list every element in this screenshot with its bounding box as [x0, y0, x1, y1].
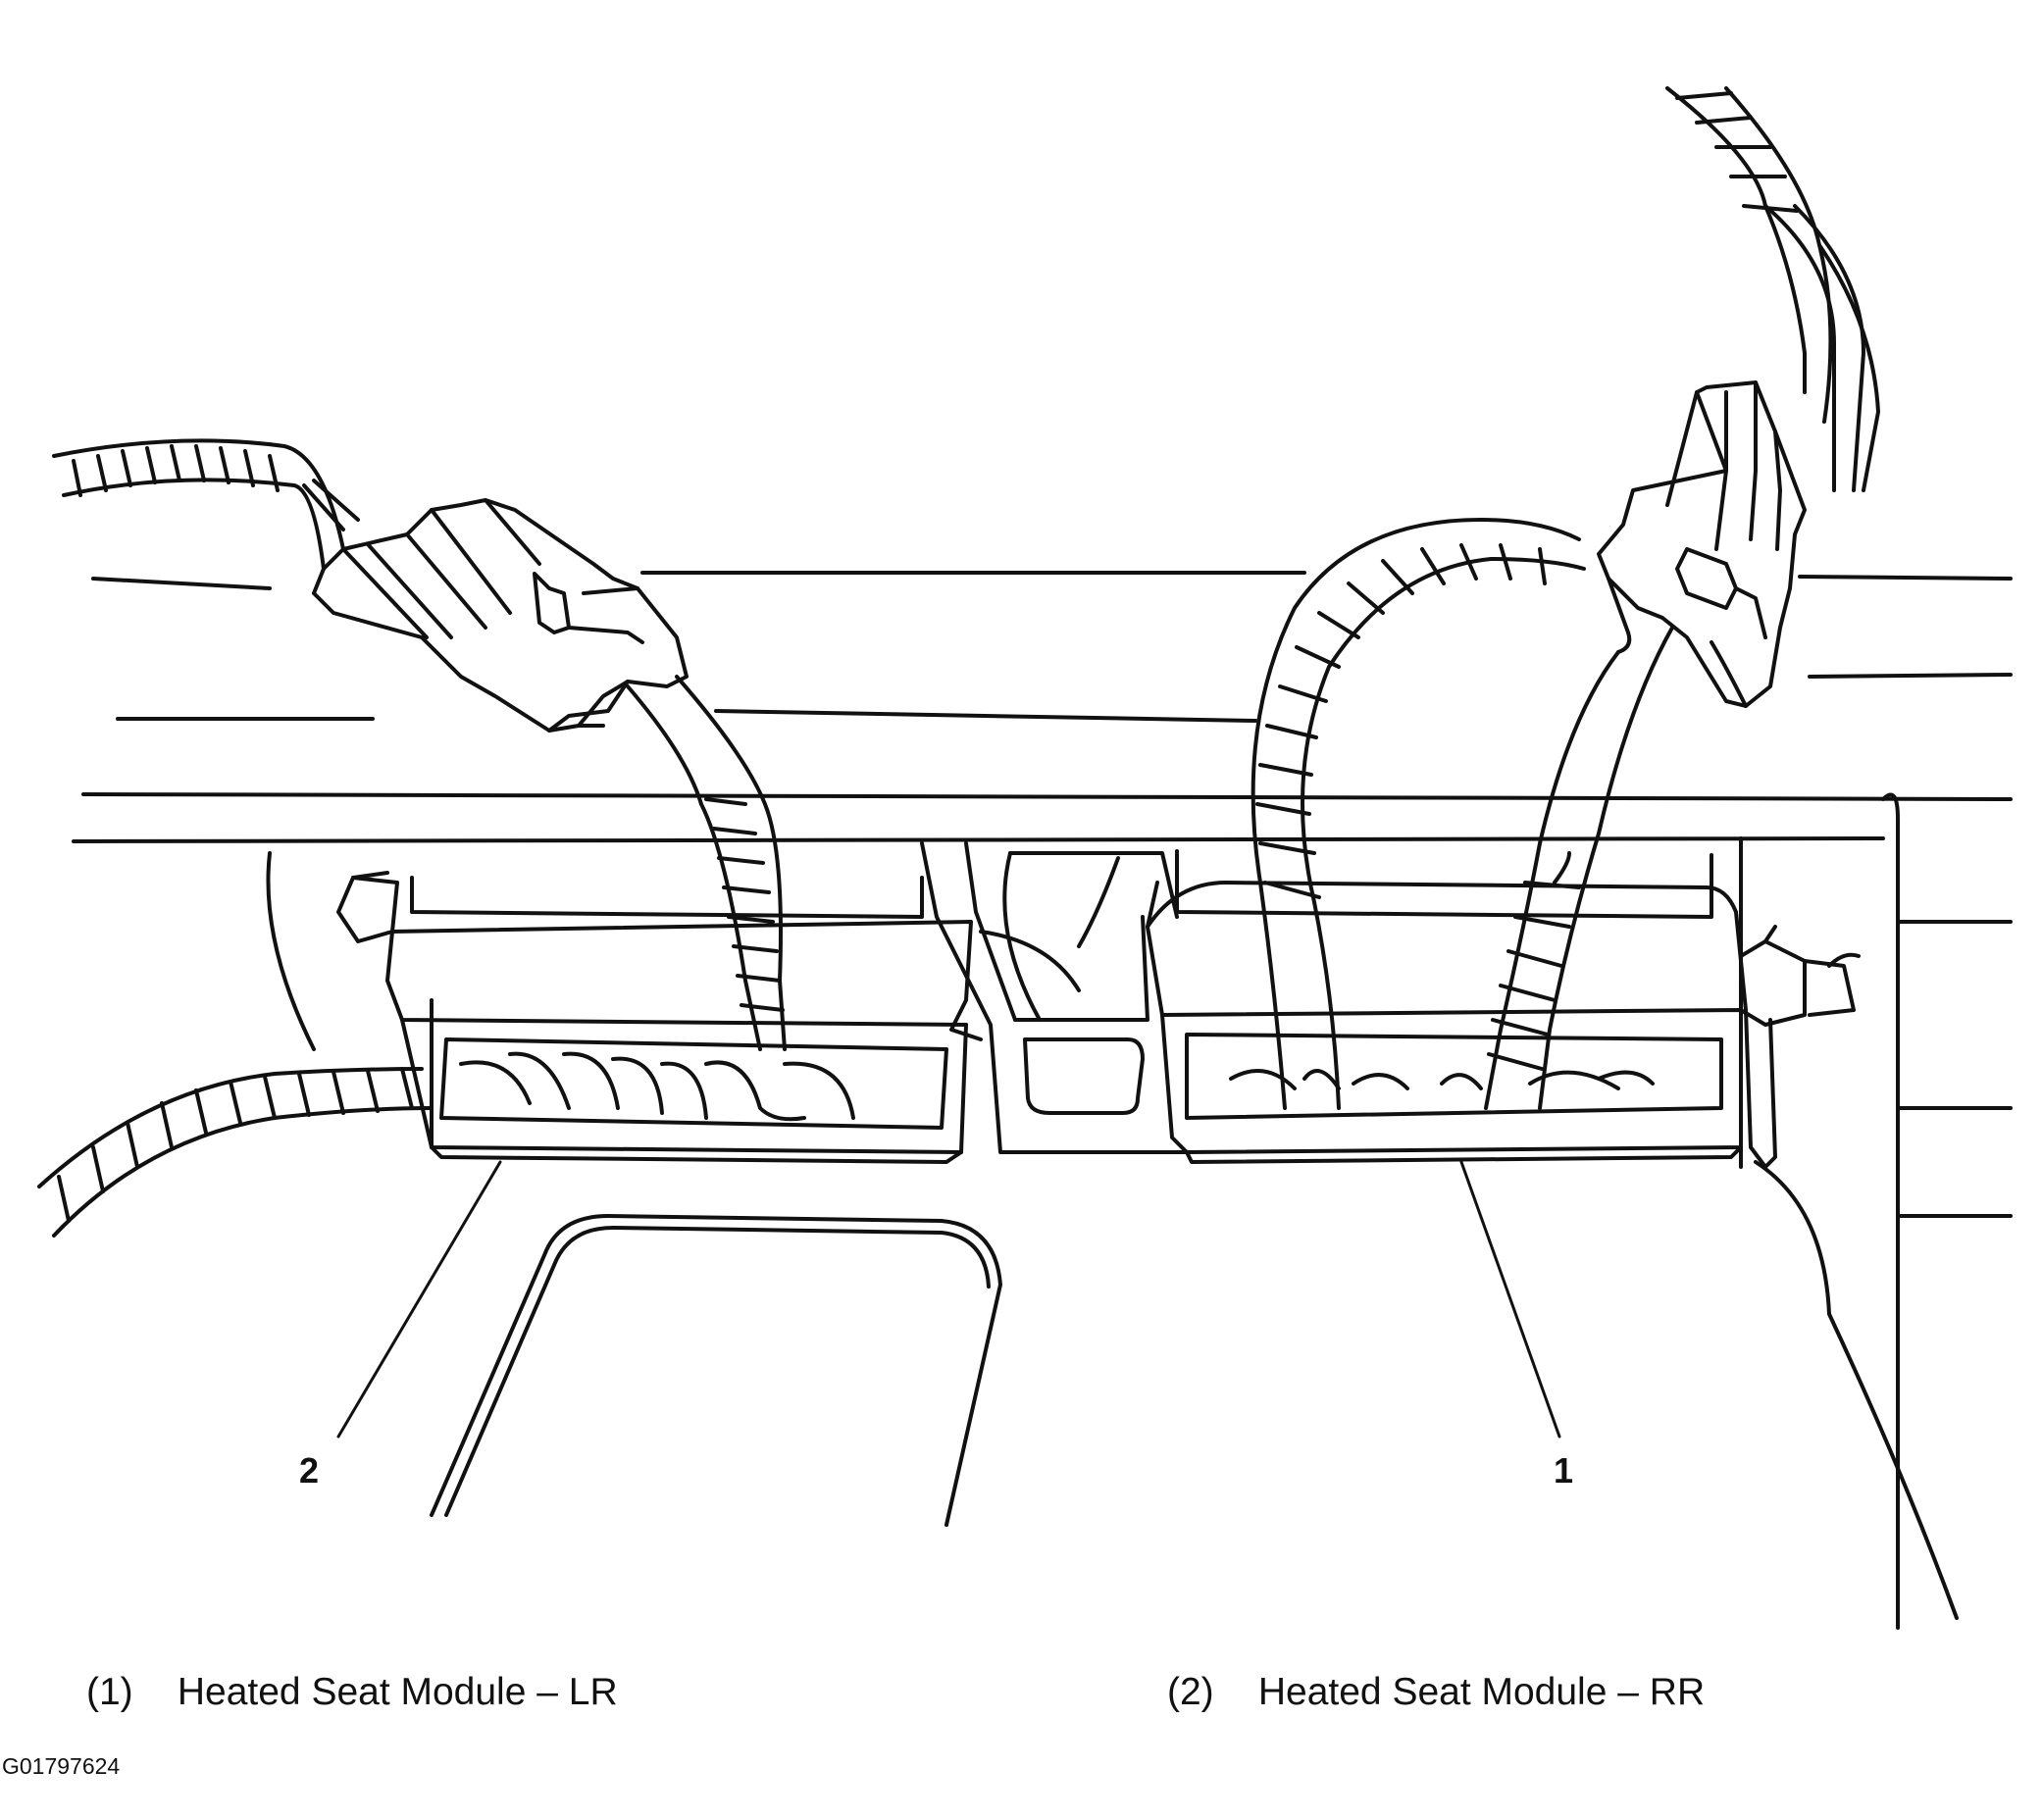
wire-harnesses	[37, 86, 1880, 1238]
figure-id: G01797624	[2, 1753, 121, 1779]
legend-label: Heated Seat Module – LR	[177, 1671, 618, 1713]
center-bracket	[920, 841, 1189, 1154]
legend-item-2: (2) Heated Seat Module – RR	[1167, 1671, 1705, 1714]
leader-lines	[336, 1160, 1561, 1439]
left-connector	[312, 498, 689, 733]
right-connector	[1597, 380, 1807, 708]
legend-number: (1)	[86, 1671, 133, 1713]
seat-frame	[430, 1214, 1002, 1527]
callout-2: 2	[299, 1450, 320, 1491]
heated-seat-module-rr	[336, 871, 983, 1164]
body-contours	[266, 851, 1959, 1620]
legend-number: (2)	[1167, 1671, 1214, 1713]
callout-1: 1	[1554, 1450, 1574, 1491]
heated-seat-module-lr	[1146, 849, 1861, 1169]
legend-item-1: (1) Heated Seat Module – LR	[86, 1671, 618, 1714]
legend-label: Heated Seat Module – RR	[1257, 1671, 1706, 1713]
